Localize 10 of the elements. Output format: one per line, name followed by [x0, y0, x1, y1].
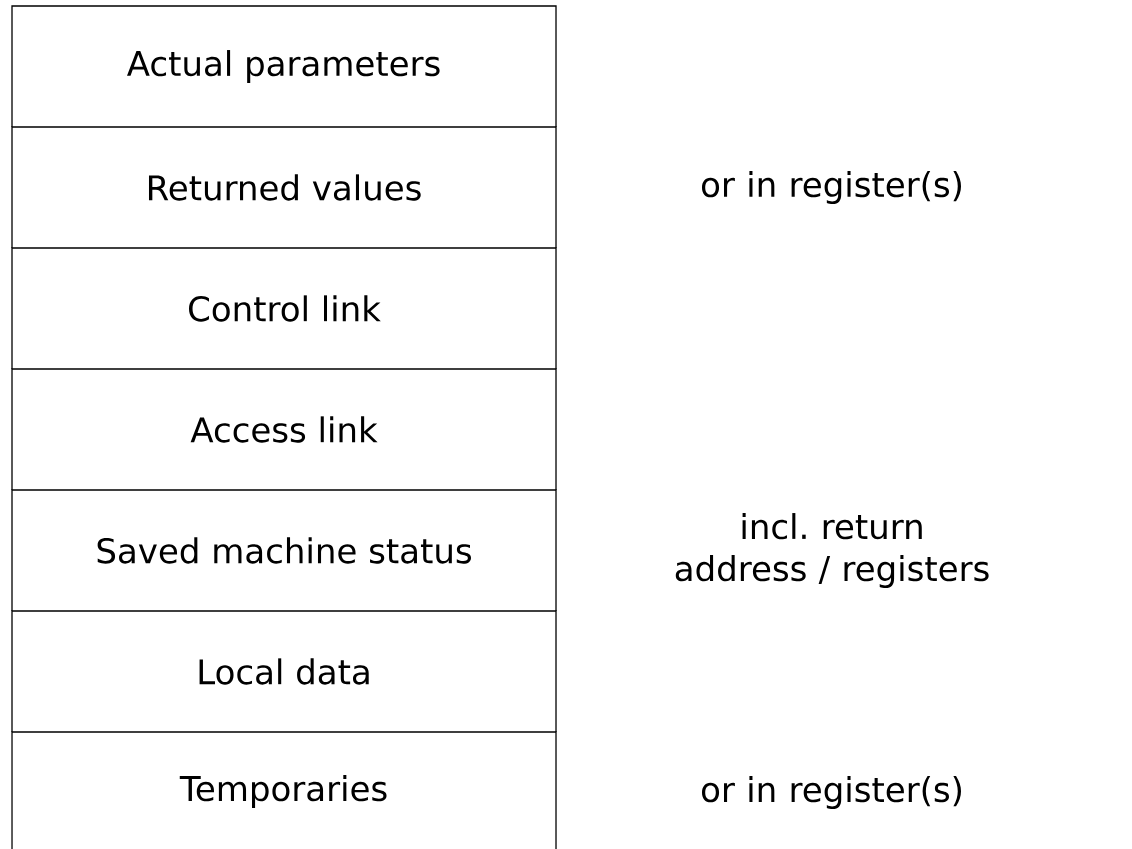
stack-cell: Local data [11, 610, 557, 733]
stack-cell: Temporaries [11, 731, 557, 849]
side-note: or in register(s) [702, 776, 961, 809]
stack-cell: Control link [11, 247, 557, 370]
side-note: incl. return address / registers [675, 513, 989, 588]
stack-cell: Actual parameters [11, 5, 557, 128]
stack-cell: Saved machine status [11, 489, 557, 612]
side-note: or in register(s) [702, 171, 961, 204]
stack-cell: Returned values [11, 126, 557, 249]
stack-cell: Access link [11, 368, 557, 491]
